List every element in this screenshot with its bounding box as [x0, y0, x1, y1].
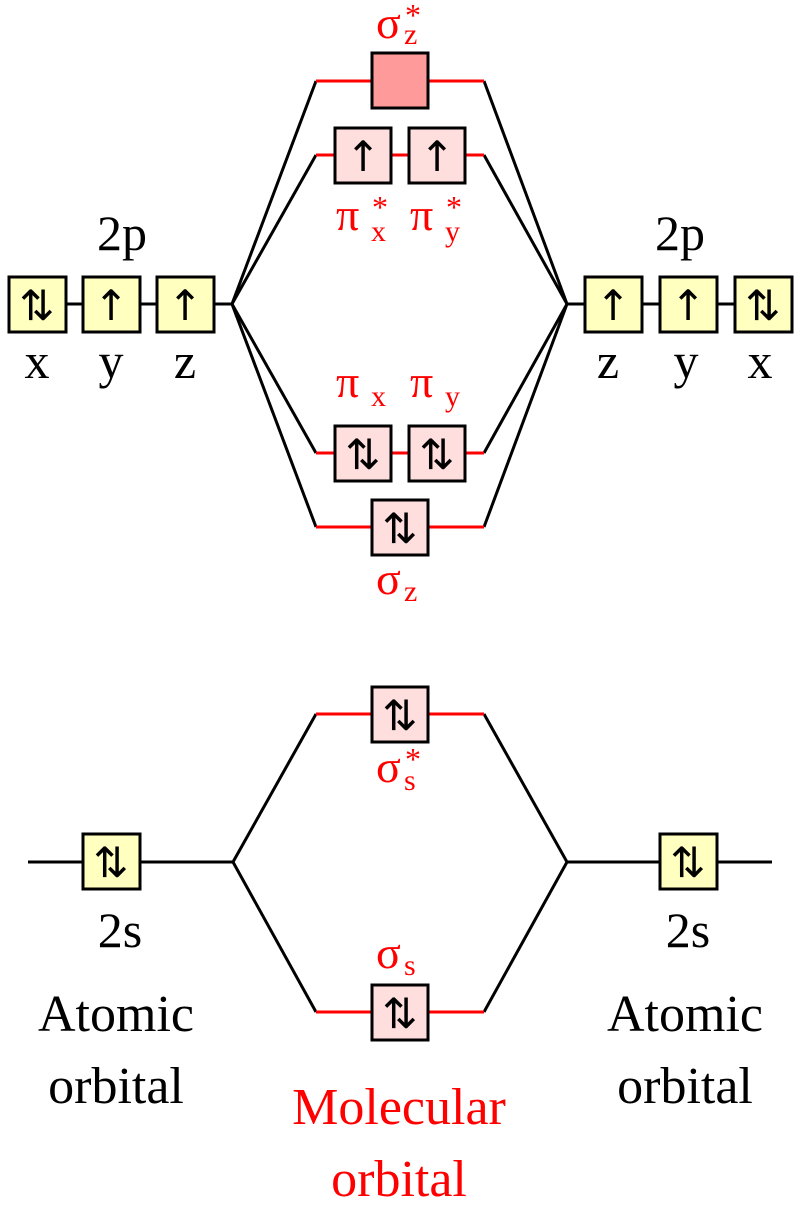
pi-y-star-box — [407, 126, 467, 185]
left-diag-sigma-z-star — [230, 80, 318, 305]
sigma-s-star-sup: * — [405, 741, 421, 777]
sigma-s-box — [370, 983, 430, 1042]
right-diag-sigma-z — [482, 303, 569, 528]
left-2p-y-electrons: ↑ — [93, 281, 128, 330]
molecular-levels — [316, 79, 484, 1014]
pi-x-star-electrons: ↑ — [345, 132, 380, 181]
sigma-z-electrons: ⇅ — [382, 504, 417, 553]
right-2p-z-electrons: ↑ — [595, 281, 630, 330]
pi-y-star-sub: y — [445, 215, 460, 248]
left-diag-sigma-z — [230, 303, 318, 528]
left-2p-x-electrons: ⇅ — [19, 281, 54, 330]
right-2s-label: 2s — [666, 902, 710, 958]
left-diag-pi — [230, 303, 318, 454]
molecular-boxes — [333, 51, 467, 1042]
sigma-z-label: σ — [376, 553, 401, 604]
left-2p-z-electrons: ↑ — [167, 281, 202, 330]
pi-x-star-label: π — [336, 189, 359, 240]
atomic-boxes — [7, 275, 794, 891]
right-caption-line-1: Atomic — [607, 986, 763, 1043]
left-2p-y-box — [81, 275, 142, 334]
sigma-z-star-label: σ — [376, 0, 401, 48]
pi-x-star-sup: * — [372, 189, 388, 225]
left-2s-box — [81, 832, 142, 891]
pi-x-electrons: ⇅ — [345, 430, 380, 479]
center-caption-line-1: Molecular — [292, 1079, 506, 1136]
sigma-s-star-electrons: ⇅ — [382, 691, 417, 740]
left-2s-label: 2s — [98, 902, 142, 958]
connector-lines — [28, 80, 772, 1013]
pi-y-star-sup: * — [446, 189, 462, 225]
right-2p-x-label: x — [748, 333, 773, 389]
pi-x-label: π — [336, 356, 359, 407]
pi-x-star-box — [333, 126, 393, 185]
right-2p-x-box — [733, 275, 794, 334]
right-2s-electrons: ⇅ — [670, 838, 705, 887]
sigma-s-sub: s — [404, 949, 416, 982]
right-diag-sigma-z-star — [482, 80, 569, 305]
pi-x-star-sub: x — [371, 215, 386, 248]
left-2p-title: 2p — [97, 205, 147, 261]
electron-arrows: ⇅ ↑ ↑ ↑ ↑ ⇅ ↑ ↑ ⇅ ⇅ ⇅ ⇅ ⇅ ⇅ ⇅ — [19, 132, 780, 1038]
sigma-s-electrons: ⇅ — [382, 989, 417, 1038]
right-2p-z-label: z — [597, 333, 619, 389]
right-2p-title: 2p — [655, 205, 705, 261]
left-2p-x-box — [7, 275, 68, 334]
right-2p-z-box — [583, 275, 644, 334]
left-2s-electrons: ⇅ — [93, 838, 128, 887]
left-caption-line-2: orbital — [48, 1058, 184, 1115]
left-2p-z-label: z — [174, 333, 196, 389]
sigma-z-star-box — [370, 51, 430, 110]
pi-y-sub: y — [445, 380, 460, 413]
right-caption-line-2: orbital — [617, 1058, 753, 1115]
left-2p-z-box — [155, 275, 216, 334]
sigma-s-label: σ — [376, 927, 401, 978]
right-diag-pi-star — [482, 154, 569, 305]
pi-y-electrons: ⇅ — [419, 430, 454, 479]
center-caption-line-2: orbital — [331, 1151, 467, 1206]
left-caption-line-1: Atomic — [38, 986, 194, 1043]
sigma-s-star-label: σ — [376, 741, 401, 792]
left-diag-sigma-s-star — [231, 713, 318, 863]
right-2p-y-box — [658, 275, 719, 334]
pi-y-star-label: π — [410, 189, 433, 240]
sigma-s-star-box — [370, 685, 430, 744]
right-2s-box — [658, 832, 719, 891]
atomic-labels: 2p 2p x y z z y x 2s 2s Atomic orbital A… — [25, 205, 773, 1115]
left-diag-sigma-s — [231, 861, 318, 1013]
pi-y-star-electrons: ↑ — [419, 132, 454, 181]
right-2p-y-electrons: ↑ — [670, 281, 705, 330]
right-diag-sigma-s — [482, 861, 569, 1013]
left-diag-pi-star — [230, 154, 318, 305]
right-2p-y-label: y — [674, 333, 699, 389]
left-2p-y-label: y — [99, 333, 124, 389]
left-2p-x-label: x — [25, 333, 50, 389]
sigma-s-star-sub: s — [404, 764, 416, 797]
sigma-z-star-sub: z — [404, 18, 417, 51]
right-diag-sigma-s-star — [482, 713, 569, 863]
right-diag-pi — [482, 303, 569, 454]
sigma-z-box — [370, 498, 430, 557]
right-2p-x-electrons: ⇅ — [745, 281, 780, 330]
sigma-z-star-sup: * — [405, 0, 421, 33]
pi-y-box — [407, 424, 467, 483]
sigma-z-sub: z — [404, 575, 417, 608]
pi-x-box — [333, 424, 393, 483]
pi-y-label: π — [410, 356, 433, 407]
pi-x-sub: x — [371, 380, 386, 413]
molecular-labels: σ z * π x * π y * π x π y σ z σ s * σ s … — [292, 0, 506, 1206]
